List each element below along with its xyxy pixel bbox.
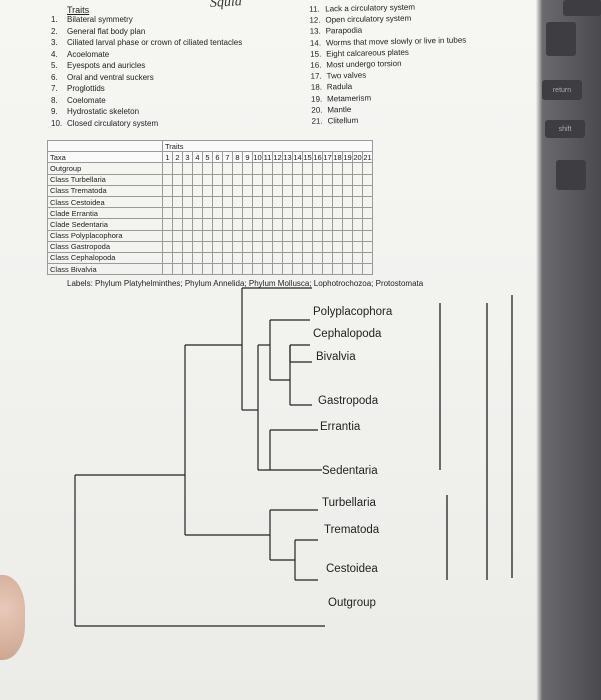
trait-cell[interactable] <box>362 207 373 220</box>
trait-left-2: 2.General flat body plan <box>51 26 146 36</box>
finger-edge <box>0 575 25 660</box>
trait-left-6: 6.Oral and ventral suckers <box>51 72 154 82</box>
leaf-outgroup: Outgroup <box>328 597 376 609</box>
trait-cell[interactable] <box>362 263 373 276</box>
taxa-row: Class Turbellaria <box>47 173 373 186</box>
trait-cell[interactable] <box>362 184 373 197</box>
leaf-sedentaria: Sedentaria <box>322 465 378 477</box>
traits-header-cell: Traits <box>162 139 373 152</box>
leaf-gastropoda: Gastropoda <box>318 395 379 407</box>
trait-column-21: 21 <box>362 151 373 164</box>
trait-cell[interactable] <box>362 162 373 175</box>
trait-left-10: 10.Closed circulatory system <box>51 118 159 128</box>
taxon-label: Class Bivalvia <box>47 263 163 276</box>
trait-left-4: 4.Acoelomate <box>51 49 110 59</box>
keyboard-key <box>546 22 576 56</box>
taxa-row: Class Bivalvia <box>47 263 373 276</box>
keyboard-key <box>563 0 601 16</box>
trait-left-1: 1.Bilateral symmetry <box>51 15 133 24</box>
trait-cell[interactable] <box>362 229 373 242</box>
leaf-bivalvia: Bivalvia <box>316 351 356 363</box>
taxa-row: Class Polyplacophora <box>47 229 373 242</box>
traits-title: Traits <box>67 5 90 15</box>
taxa-header-cell: Taxa <box>47 151 163 164</box>
taxa-row: Class Trematoda <box>47 184 373 197</box>
taxa-row: Clade Sedentaria <box>47 218 373 231</box>
leaf-polyplacophora: Polyplacophora <box>313 306 393 318</box>
trait-cell[interactable] <box>362 218 373 231</box>
trait-cell[interactable] <box>362 195 373 209</box>
background-surface <box>536 0 601 700</box>
keyboard-key <box>556 160 586 190</box>
taxa-row: Class Gastropoda <box>47 240 373 253</box>
leaf-cephalopoda: Cephalopoda <box>313 328 382 340</box>
trait-cell[interactable] <box>362 240 373 253</box>
leaf-cestoidea: Cestoidea <box>326 563 378 575</box>
trait-left-9: 9.Hydrostatic skeleton <box>51 107 140 116</box>
taxon-label: Class Polyplacophora <box>47 229 163 242</box>
trait-left-7: 7.Proglottids <box>51 84 105 93</box>
trait-left-5: 5.Eyespots and auricles <box>51 61 146 70</box>
leaf-trematoda: Trematoda <box>324 524 380 536</box>
taxa-row: Clade Errantia <box>47 207 373 220</box>
leaf-errantia: Errantia <box>320 421 361 433</box>
trait-left-8: 8.Coelomate <box>51 95 106 105</box>
taxon-label: Class Turbellaria <box>47 173 163 186</box>
trait-left-3: 3.Ciliated larval phase or crown of cili… <box>51 38 243 47</box>
trait-cell[interactable] <box>362 173 373 186</box>
keyboard-shift-key: shift <box>545 120 585 138</box>
keyboard-return-key: return <box>542 80 582 100</box>
taxa-row: Class Cestoidea <box>47 195 373 209</box>
clade-labels-line: Labels: Phylum Platyhelminthes; Phylum A… <box>67 279 424 288</box>
leaf-turbellaria: Turbellaria <box>322 497 376 509</box>
taxa-row: Outgroup <box>47 162 373 175</box>
